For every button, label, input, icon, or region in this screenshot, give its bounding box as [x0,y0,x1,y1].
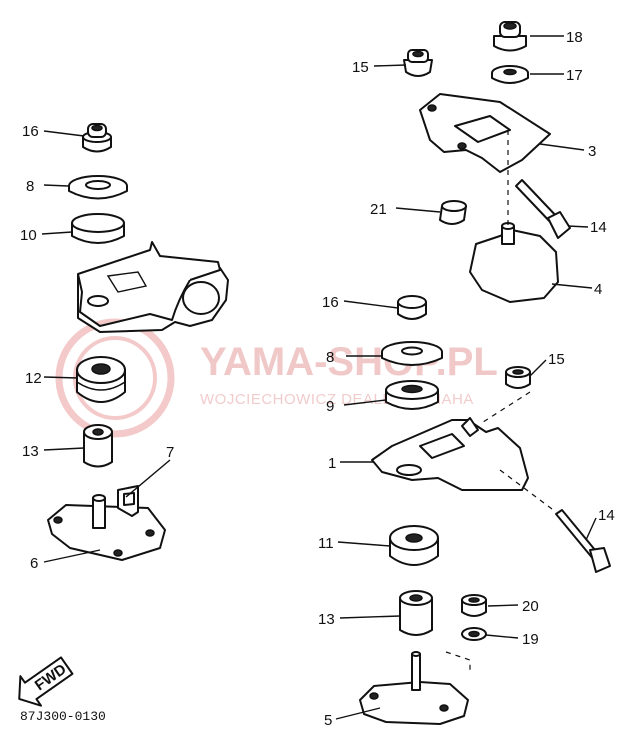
callout-14-top: 14 [590,219,607,236]
callout-4: 4 [594,281,602,298]
callout-7: 7 [166,444,174,461]
callout-numbers: 16 8 10 12 13 7 6 18 17 15 3 21 14 4 16 … [20,29,615,729]
callout-8-left: 8 [26,178,34,195]
callout-9: 9 [326,398,334,415]
part-8-washer-left [68,175,128,200]
part-16-cap-nut-left [82,123,112,153]
part-6-mount-plate [47,494,166,561]
fwd-arrow: FWD [18,656,74,707]
part-1-mount-plate [371,417,529,491]
part-14-bolt-top [515,179,571,239]
diagram-code: 87J300-0130 [20,709,106,724]
callout-19: 19 [522,631,539,648]
callout-11: 11 [318,535,334,552]
part-18-cap-nut [493,21,527,52]
callout-5: 5 [324,712,332,729]
part-3-upper-bracket [419,93,551,173]
part-11-rubber-grommet [389,525,439,566]
leader-lines [41,35,597,720]
part-12-rubber-grommet [76,356,126,403]
part-13-collar-left [83,424,113,468]
fwd-arrow-icon [18,656,74,707]
part-15-nut-right [505,366,531,389]
part-left-bracket [77,241,229,333]
part-20-nut [461,594,487,617]
callout-6: 6 [30,555,38,572]
callout-12: 12 [25,370,42,387]
callout-15-top: 15 [352,59,369,76]
callout-14-lower: 14 [598,507,615,524]
part-19-washer [461,627,487,641]
part-17-washer [491,65,529,84]
callout-17: 17 [566,67,583,84]
part-21-cap [439,200,467,225]
part-13-collar-right [399,590,433,636]
part-16-cap-nut-right [397,295,427,320]
callout-18: 18 [566,29,583,46]
callout-15-right: 15 [548,351,565,368]
part-15-nut-top [403,49,433,77]
callout-8-right: 8 [326,349,334,366]
part-4-engine-mount [469,222,559,303]
callout-16-left: 16 [22,123,39,140]
part-10-bushing [71,213,125,244]
callout-21: 21 [370,201,387,218]
callout-16-right: 16 [322,294,339,311]
callout-13-right: 13 [318,611,335,628]
part-9-washer [385,380,439,410]
callout-10: 10 [20,227,37,244]
callout-13-left: 13 [22,443,39,460]
callout-3: 3 [588,143,596,160]
part-5-base-plate [359,651,469,725]
part-8-washer-right [381,341,443,366]
callout-1: 1 [328,455,336,472]
assembly-lines [445,130,557,670]
callout-20: 20 [522,598,539,615]
watermark-title: YAMA-SHOP.PL [200,340,498,384]
part-7-clip [117,485,139,517]
part-14-bolt-lower [555,509,611,573]
